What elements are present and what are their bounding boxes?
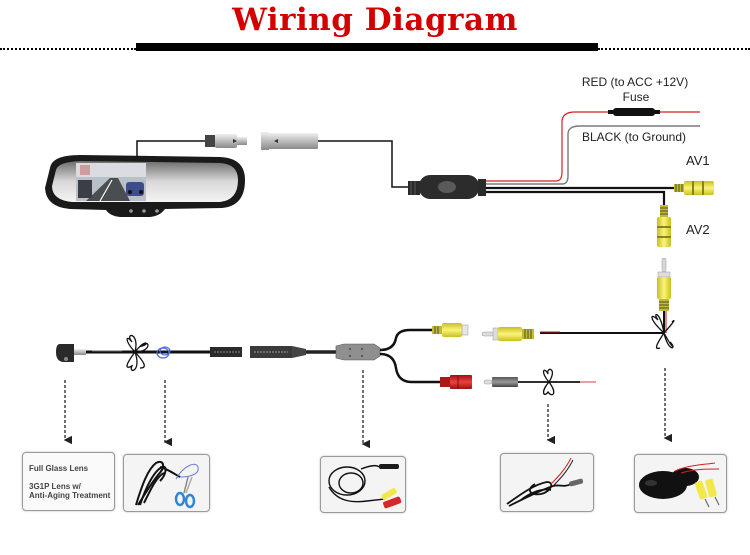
red-wire-label: RED (to ACC +12V)	[582, 75, 688, 89]
splitter-video-branch	[379, 328, 434, 352]
backup-camera-icon	[56, 344, 74, 362]
drill-guide-loop-icon	[156, 346, 171, 359]
splitter-cable-socket	[250, 346, 306, 358]
mirror-cable-connector-male	[205, 134, 247, 148]
mirror-display-screen	[76, 163, 146, 202]
module-cable-connector-female	[261, 132, 318, 150]
splitter-junction	[335, 343, 381, 361]
rca-red-icon	[383, 496, 402, 509]
fuse-label: Fuse	[623, 90, 650, 104]
rear-view-mirror-icon	[45, 155, 245, 217]
title-dotted-rule-left	[0, 48, 136, 50]
black-wire-label: BLACK (to Ground)	[582, 130, 686, 144]
drill-guide-wire-icon	[175, 463, 199, 480]
title-dotted-rule-right	[598, 48, 750, 50]
av2-rca-connector	[657, 205, 671, 247]
fuse-icon	[608, 108, 660, 116]
scissors-icon	[174, 476, 196, 509]
cable-tie-bow-icon	[651, 313, 675, 350]
lens-info-box: Full Glass Lens 3G1P Lens w/ Anti-Aging …	[22, 452, 115, 511]
av1-rca-connector	[674, 181, 714, 195]
coiled-cable-icon	[135, 461, 181, 506]
module-input-cable	[318, 140, 408, 188]
extension-cable-box	[634, 454, 727, 513]
dc-plug-icon	[569, 478, 584, 487]
red-lead-icon	[550, 457, 572, 485]
av2-cable	[486, 190, 666, 206]
page-title: Wiring Diagram	[232, 2, 518, 38]
black-ground-wire	[486, 125, 700, 185]
cable-tie-bow-icon	[126, 334, 149, 372]
rca-yellow-plugs-icon	[694, 478, 720, 508]
splitter-dc-female-red	[440, 375, 472, 389]
extension-rca-male-plug	[657, 257, 671, 311]
splitter-power-branch	[379, 352, 440, 384]
power-cable-box	[500, 453, 594, 512]
cable-end-plug	[379, 464, 399, 469]
rca-yellow-icon	[381, 488, 397, 500]
red-lead-icon	[674, 462, 716, 472]
lens-info-line-2: 3G1P Lens w/	[29, 482, 81, 491]
splitter-cable-box	[320, 456, 406, 513]
camera-cable-scissors-box	[123, 454, 210, 512]
lens-info-line-1: Full Glass Lens	[29, 464, 89, 473]
splitter-cable-photo-icon	[328, 464, 386, 503]
lens-info-line-3: Anti-Aging Treatment	[29, 491, 111, 500]
coiled-power-cable-icon	[506, 481, 572, 507]
dc-power-plug	[483, 377, 518, 387]
camera-neck	[74, 349, 86, 355]
av1-label: AV1	[686, 153, 710, 168]
mirror-cable	[136, 140, 206, 157]
red-acc-wire	[486, 111, 700, 182]
cable-tie-bow-icon	[542, 368, 555, 396]
extension-rca-male-left	[481, 327, 534, 341]
title-underline-bar	[136, 43, 598, 51]
control-module-icon	[408, 175, 486, 199]
splitter-rca-female-yellow	[432, 323, 469, 337]
coiled-extension-cable-icon	[639, 468, 699, 499]
av2-label: AV2	[686, 222, 710, 237]
